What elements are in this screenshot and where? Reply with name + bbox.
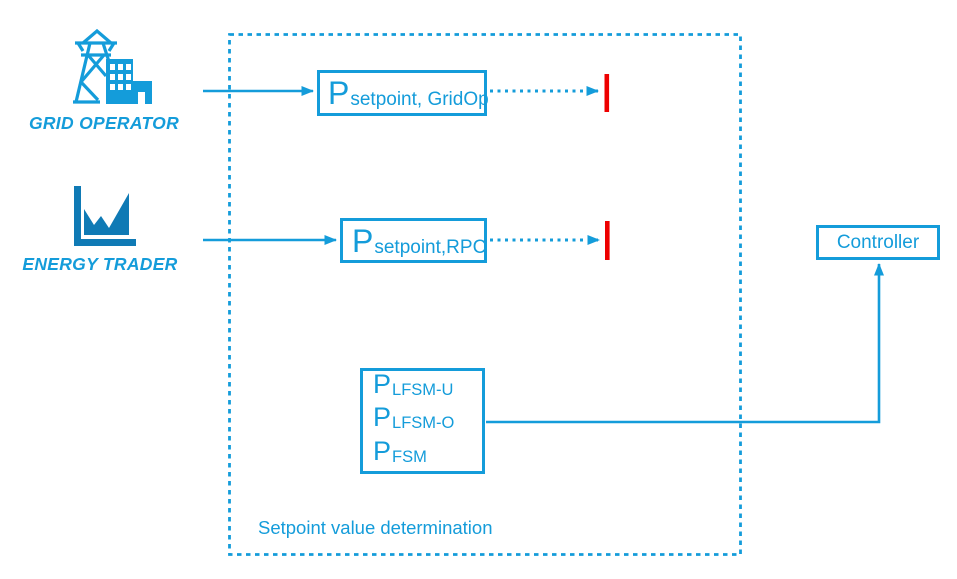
signal-terminator-gridop xyxy=(604,74,610,112)
p-subscript: setpoint,RPC xyxy=(374,236,487,258)
controller-label: Controller xyxy=(836,231,920,253)
p-symbol: P xyxy=(352,222,374,259)
transmission-tower-buildings-icon xyxy=(73,28,152,104)
energy-trader-label: ENERGY TRADER xyxy=(22,254,178,274)
block-controller: Controller xyxy=(816,225,940,260)
p-subscript: LFSM-O xyxy=(392,414,455,433)
p-subscript: FSM xyxy=(392,447,427,466)
p-symbol: P xyxy=(373,435,392,466)
elbow-arrow-lfsm-to-controller xyxy=(486,263,884,424)
signal-terminator-rpc xyxy=(605,221,610,260)
p-symbol: P xyxy=(328,75,350,111)
setpoint-determination-boundary-label: Setpoint value determination xyxy=(258,517,493,538)
p-symbol: P xyxy=(373,402,392,433)
p-subscript: setpoint, GridOp xyxy=(350,89,489,110)
p-symbol: P xyxy=(373,369,392,399)
p-subscript: LFSM-U xyxy=(392,381,454,399)
grid-operator-label: GRID OPERATOR xyxy=(28,113,180,133)
area-chart-icon xyxy=(74,186,136,246)
